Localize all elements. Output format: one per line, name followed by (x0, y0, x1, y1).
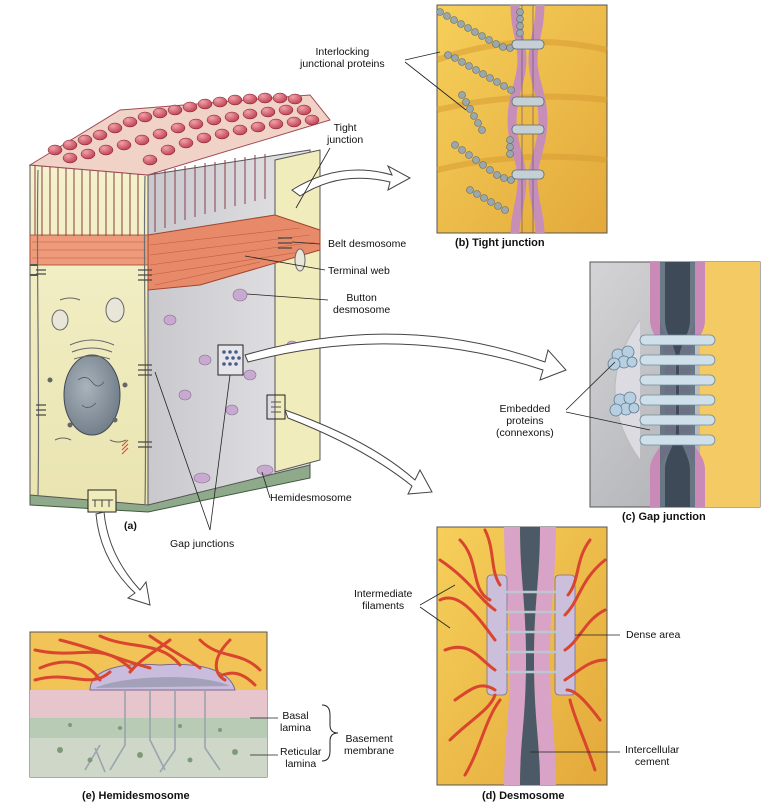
nucleus (64, 355, 120, 435)
label-line: lamina (280, 758, 321, 770)
panel-gap-junction (566, 262, 760, 507)
caption-d: (d) Desmosome (482, 790, 565, 802)
caption-c: (c) Gap junction (622, 511, 706, 523)
label-line: Interlocking (300, 46, 385, 58)
label-line: Button (333, 292, 390, 304)
label-hemidesmosome: Hemidesmosome (270, 492, 352, 504)
label-basal-lamina: Basal lamina (280, 710, 311, 734)
label-button-desmosome: Button desmosome (333, 292, 390, 316)
label-line: Reticular (280, 746, 321, 758)
label-line: lamina (280, 722, 311, 734)
label-line: desmosome (333, 304, 390, 316)
gap-junction-plaque (218, 345, 243, 375)
label-line: Tight (327, 122, 363, 134)
label-reticular-lamina: Reticular lamina (280, 746, 321, 770)
dense-area-right (555, 575, 575, 695)
basement-brace (322, 705, 338, 761)
panel-desmosome (420, 527, 620, 785)
label-line: Basal (280, 710, 311, 722)
label-dense-area: Dense area (626, 629, 680, 641)
label-intermediate-filaments: Intermediate filaments (354, 588, 412, 612)
label-line: junction (327, 134, 363, 146)
label-basement-membrane: Basement membrane (344, 733, 394, 757)
label-line: (connexons) (496, 427, 554, 439)
label-embedded-proteins: Embedded proteins (connexons) (496, 403, 554, 439)
label-line: junctional proteins (300, 58, 385, 70)
label-gap-junctions: Gap junctions (170, 538, 234, 550)
label-line: Intermediate (354, 588, 412, 600)
caption-b: (b) Tight junction (455, 237, 545, 249)
label-main-a: (a) (124, 520, 137, 532)
arrow-to-hemi (96, 512, 150, 605)
label-line: filaments (354, 600, 412, 612)
label-terminal-web: Terminal web (328, 265, 390, 277)
label-line: cement (625, 756, 679, 768)
label-line: proteins (496, 415, 554, 427)
label-line: Embedded (496, 403, 554, 415)
label-line: Intercellular (625, 744, 679, 756)
epithelial-cell-block (30, 93, 330, 512)
label-intercellular-cement: Intercellular cement (625, 744, 679, 768)
label-belt-desmosome: Belt desmosome (328, 238, 406, 250)
label-line: membrane (344, 745, 394, 757)
label-line: Basement (344, 733, 394, 745)
label-interlocking: Interlocking junctional proteins (300, 46, 385, 70)
label-tight-junction: Tight junction (327, 122, 363, 146)
caption-e: (e) Hemidesmosome (82, 790, 190, 802)
panel-tight-junction (405, 5, 607, 233)
